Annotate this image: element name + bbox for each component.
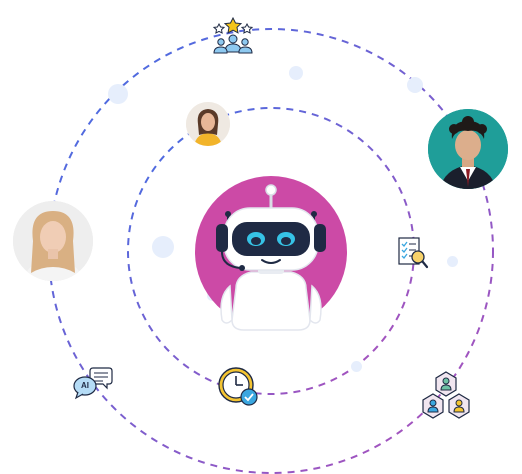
network-people-icon — [422, 371, 470, 419]
decor-dot — [407, 77, 423, 93]
avatar-man-suit — [428, 109, 508, 189]
outer-orbit-ring — [48, 28, 494, 474]
decor-dot — [289, 66, 303, 80]
ai-chat-label: AI — [81, 381, 89, 390]
team-rating-icon — [212, 16, 254, 54]
robot-icon — [216, 184, 326, 331]
avatar-woman-yellow-top — [186, 102, 230, 146]
avatar-woman-blonde — [13, 201, 93, 281]
decor-dot — [351, 361, 362, 372]
decor-dot — [108, 84, 128, 104]
clock-check-icon — [218, 367, 258, 406]
decor-dot — [152, 236, 174, 258]
decor-dot — [447, 256, 458, 267]
checklist-search-icon — [398, 237, 429, 269]
ai-chat-icon: AI — [73, 366, 113, 400]
